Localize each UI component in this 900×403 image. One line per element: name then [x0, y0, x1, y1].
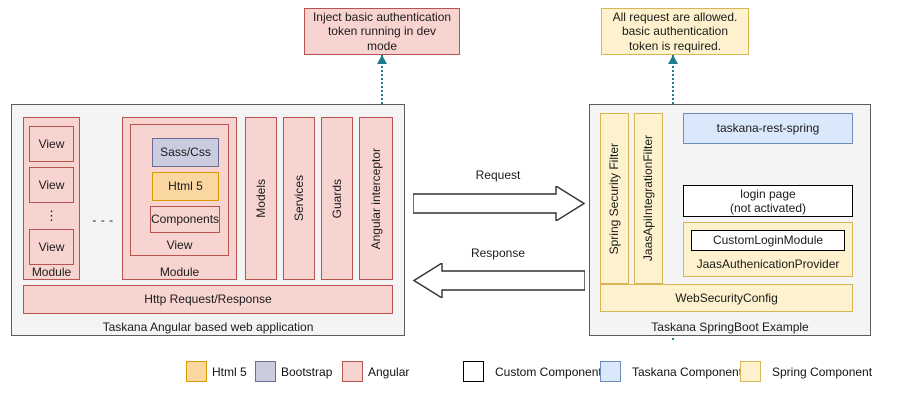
all-requests-arrowhead [667, 55, 679, 64]
login-page-title: login page [740, 186, 796, 201]
inject-token-connector [381, 55, 383, 112]
legend-item-angular: Angular [342, 361, 409, 382]
module-a-view-3: View [29, 229, 74, 265]
legend-item-html5: Html 5 [186, 361, 247, 382]
column-services: Services [283, 117, 315, 280]
callout-line: token is required. [628, 38, 722, 53]
taskana-rest-spring: taskana-rest-spring [683, 113, 853, 144]
response-arrow [413, 263, 585, 298]
web-security-config: WebSecurityConfig [600, 284, 853, 312]
legend-label-spring-component: Spring Component [772, 364, 873, 379]
callout-line: Inject basic authentication [312, 10, 452, 25]
legend-label-bootstrap: Bootstrap [281, 364, 333, 379]
column-angular-interceptor: Angular interceptor [359, 117, 393, 280]
column-services-label: Services [291, 175, 306, 222]
legend-swatch-taskana-component [600, 361, 621, 382]
legend-swatch-spring-component [740, 361, 761, 382]
legend-swatch-angular [342, 361, 363, 382]
http-request-response-bar: Http Request/Response [23, 285, 393, 314]
module-b-label: Module [159, 264, 200, 279]
module-a-view-1: View [29, 126, 74, 162]
request-arrow [413, 186, 585, 221]
module-a-view-2: View [29, 167, 74, 203]
callout-line: All request are allowed. [612, 10, 738, 25]
column-guards: Guards [321, 117, 353, 280]
legend-label-taskana-component: Taskana Component [632, 364, 743, 379]
spring-security-filter: Spring Security Filter [600, 113, 629, 284]
legend-item-spring-component: Spring Component [740, 361, 872, 382]
inject-token-callout: Inject basic authentication token runnin… [304, 8, 460, 55]
springboot-caption: Taskana SpringBoot Example [651, 319, 809, 334]
spring-security-filter-label: Spring Security Filter [607, 142, 622, 255]
column-guards-label: Guards [329, 178, 344, 219]
login-page: login page (not activated) [683, 185, 853, 217]
response-arrow-label: Response [470, 246, 526, 260]
module-b-sass-css: Sass/Css [152, 138, 219, 167]
inject-token-arrowhead [376, 55, 388, 64]
callout-line: basic authentication [621, 24, 729, 39]
legend-item-bootstrap: Bootstrap [255, 361, 332, 382]
column-models: Models [245, 117, 277, 280]
callout-line: token running in dev [327, 24, 437, 39]
custom-login-module: CustomLoginModule [691, 230, 845, 251]
legend-item-custom-component: Custom Component [463, 361, 602, 382]
legend-swatch-bootstrap [255, 361, 276, 382]
module-b-components: Components [150, 206, 220, 233]
legend-swatch-custom-component [463, 361, 484, 382]
legend-label-custom-component: Custom Component [495, 364, 602, 379]
module-b-view-label: View [166, 237, 193, 252]
all-requests-callout: All request are allowed. basic authentic… [601, 8, 749, 55]
legend-item-taskana-component: Taskana Component [600, 361, 742, 382]
callout-line: mode [366, 38, 398, 53]
module-a-ellipsis: ⋮ [45, 208, 58, 224]
jaas-api-integration-filter: JaasApiIntegrationFilter [634, 113, 663, 284]
angular-app-caption: Taskana Angular based web application [102, 319, 314, 334]
legend-label-html5: Html 5 [212, 364, 247, 379]
module-a-label: Module [31, 264, 72, 279]
modules-ellipsis: - - - [92, 212, 114, 227]
column-models-label: Models [253, 179, 268, 218]
column-angular-interceptor-label: Angular interceptor [368, 147, 383, 250]
legend-label-angular: Angular [368, 364, 410, 379]
jaas-api-integration-filter-label: JaasApiIntegrationFilter [641, 135, 656, 262]
legend-swatch-html5 [186, 361, 207, 382]
request-arrow-label: Request [475, 168, 521, 182]
jaas-authentication-provider-label: JaasAuthenicationProvider [696, 256, 840, 271]
login-page-status: (not activated) [729, 201, 807, 215]
module-b-html5: Html 5 [152, 172, 219, 201]
